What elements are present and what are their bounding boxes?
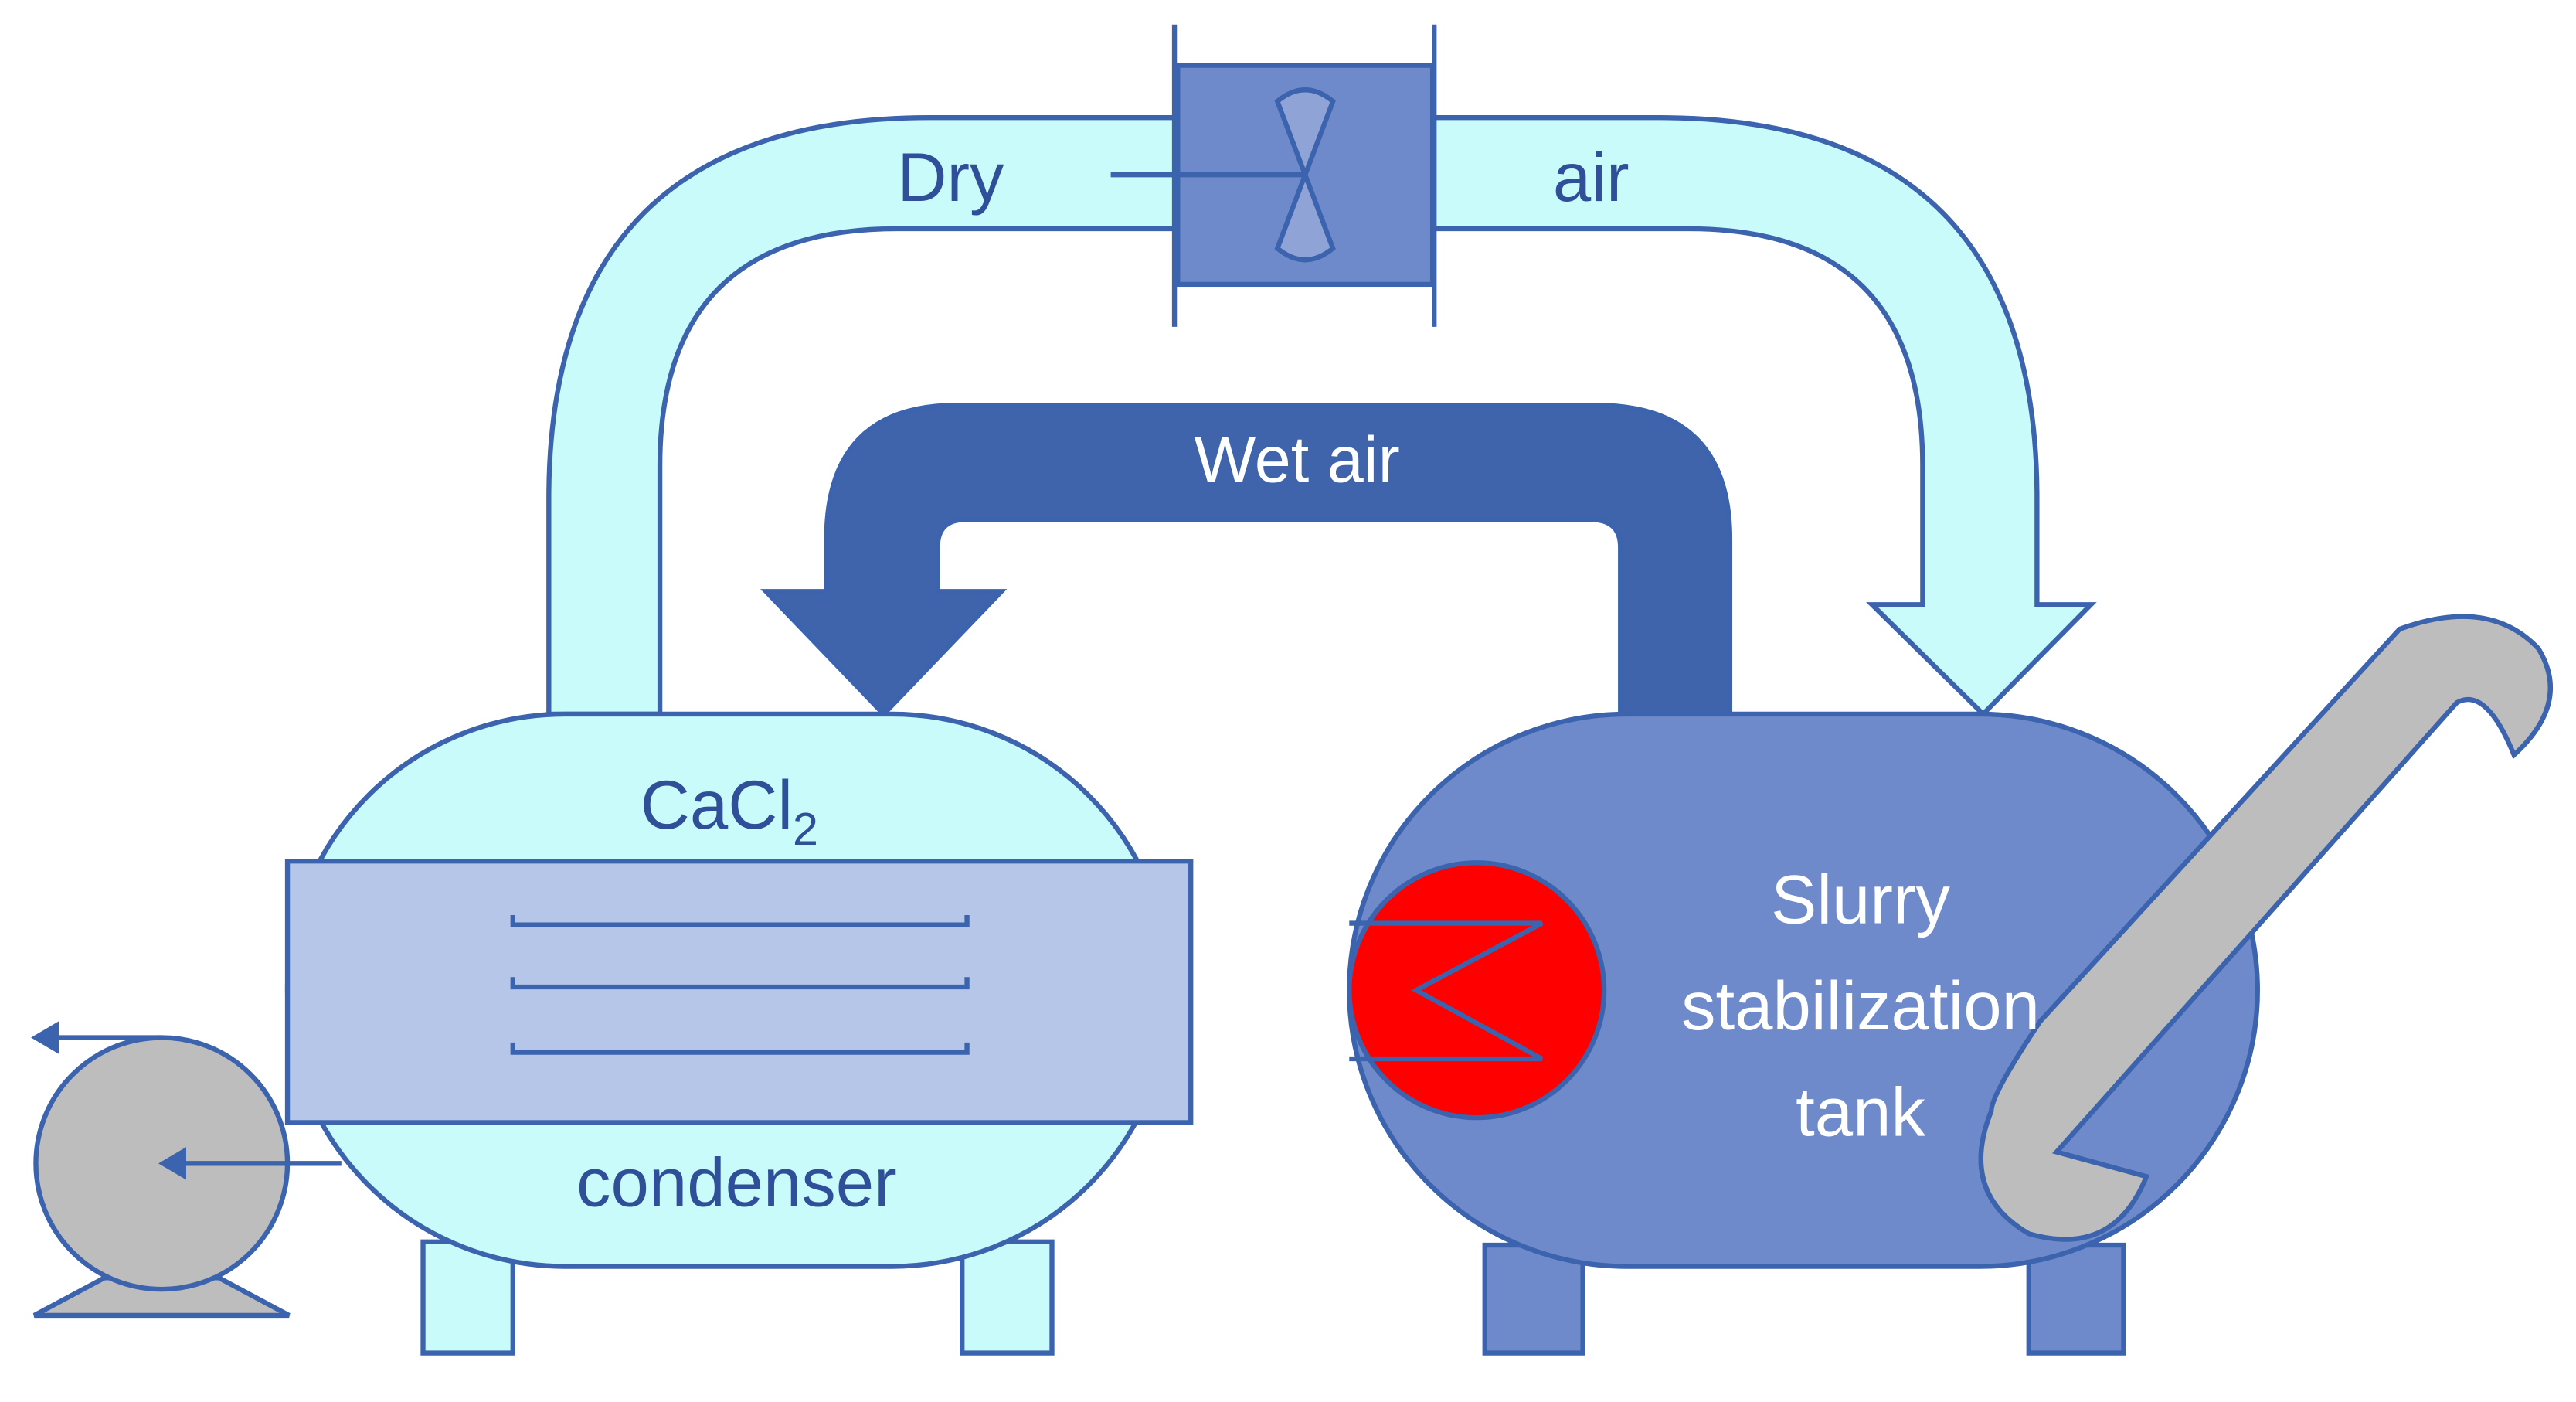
tank-leg-right bbox=[2026, 1242, 2126, 1356]
heater-coil-icon bbox=[1347, 860, 1607, 1121]
label-air: air bbox=[1553, 139, 1630, 216]
discharge-pipe-icon bbox=[1978, 614, 2553, 1242]
label-tank-line2: stabilization bbox=[1681, 968, 2040, 1044]
pump-icon bbox=[31, 1021, 342, 1319]
label-tank-line3: tank bbox=[1796, 1074, 1925, 1150]
label-cacl2: CaCl2 bbox=[641, 767, 818, 855]
label-wet-air: Wet air bbox=[1195, 423, 1400, 496]
label-condenser: condenser bbox=[576, 1144, 897, 1220]
coil-panel bbox=[284, 859, 1194, 1125]
label-dry: Dry bbox=[897, 139, 1004, 216]
fan-unit bbox=[1110, 24, 1437, 327]
tank-leg-left bbox=[1482, 1242, 1585, 1356]
wet-air-duct bbox=[760, 403, 1733, 718]
dry-air-duct bbox=[546, 115, 2097, 718]
label-tank-line1: Slurry bbox=[1771, 862, 1950, 938]
fan-icon bbox=[1110, 87, 1336, 263]
coil-lines bbox=[510, 914, 970, 1055]
condenser-leg-right bbox=[960, 1239, 1055, 1356]
